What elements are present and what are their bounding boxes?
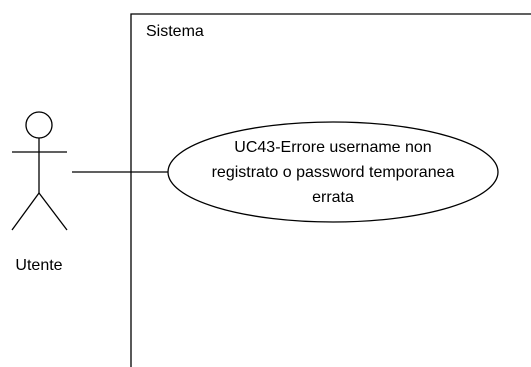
use-case-uc43: UC43-Errore username non registrato o pa…	[167, 121, 499, 223]
actor-label: Utente	[15, 257, 62, 274]
actor-left-leg	[11, 192, 40, 231]
system-boundary-border	[130, 13, 531, 367]
system-boundary: Sistema	[130, 13, 531, 367]
system-label: Sistema	[146, 23, 204, 40]
actor-right-leg	[38, 192, 68, 231]
use-case-label-line-1: UC43-Errore username non	[234, 139, 431, 156]
use-case-label-line-3: errata	[312, 189, 354, 206]
actor-head	[25, 111, 53, 139]
use-case-label-line-2: registrato o password temporanea	[212, 164, 455, 181]
use-case-ellipse	[167, 121, 499, 223]
actor-utente: Utente	[11, 111, 68, 274]
